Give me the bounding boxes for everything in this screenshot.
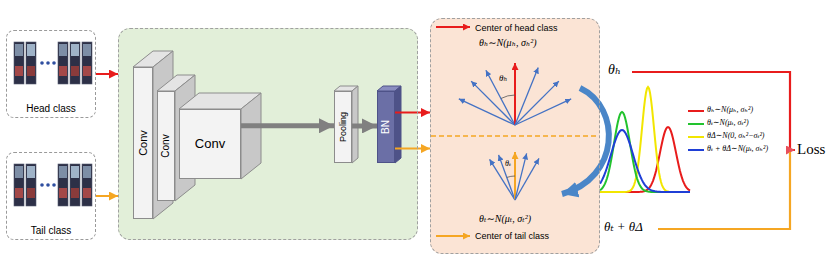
- image-group: Tail class: [6, 152, 96, 240]
- legend-text: θₜ + θΔ∼N(μₜ, σₕ²): [707, 145, 768, 154]
- angle-label: θₜ: [505, 159, 511, 168]
- flow-arrow: [96, 195, 118, 197]
- layer-name: Conv: [195, 137, 225, 152]
- legend-swatch: [688, 107, 704, 115]
- flow-arrow: [352, 123, 377, 128]
- loss-label: Loss: [797, 141, 825, 158]
- legend-row: θₜ + θΔ∼N(μₜ, σₕ²): [688, 143, 768, 156]
- conv-layer: Conv: [133, 67, 153, 219]
- transfer-arrow: [562, 88, 609, 194]
- layer-name: Conv: [160, 134, 172, 157]
- flow-arrow: [96, 73, 118, 75]
- group-label: Head class: [26, 103, 75, 115]
- pooling-layer: Pooling: [334, 91, 352, 163]
- image-group: Head class: [6, 30, 96, 118]
- layer-name: Conv: [137, 130, 150, 156]
- layer-depth: [377, 86, 401, 163]
- distribution-formula: θₕ∼N(μₕ, σₕ²): [479, 37, 537, 49]
- angle-label: θₕ: [499, 73, 507, 83]
- region-fill: [118, 28, 418, 240]
- conv-layer: Conv: [157, 91, 175, 201]
- layer-name: Pooling: [338, 112, 348, 142]
- flow-arrow: [395, 148, 430, 150]
- legend-swatch-line: [688, 136, 704, 138]
- group-label: Tail class: [31, 225, 72, 237]
- image-stack: [14, 164, 92, 206]
- vector-fan: [490, 152, 539, 200]
- loss-line: [632, 72, 795, 150]
- distribution-plot: [600, 87, 690, 192]
- vector-fan: [459, 63, 571, 125]
- legend-swatch-line: [688, 149, 704, 151]
- legend: θₕ∼N(μₕ, σₕ²) θₜ∼N(μₜ, σₜ²) θΔ∼N(0, σₕ²−σₜ…: [688, 104, 768, 156]
- legend-row: θΔ∼N(0, σₕ²−σₜ²): [688, 130, 768, 143]
- legend-swatch: [688, 133, 704, 141]
- flow-arrow: [241, 123, 334, 128]
- bn-layer: BN: [377, 91, 395, 163]
- conv-layer: Conv: [179, 109, 241, 179]
- feature-space-panel: Center of head class θₕ∼N(μₕ, σₕ²) θₕ θₜ θₜ∼…: [430, 18, 600, 254]
- key-arrow: [436, 26, 470, 28]
- legend-row: θₕ∼N(μₕ, σₕ²): [688, 104, 768, 117]
- legend-text: θΔ∼N(0, σₕ²−σₜ²): [707, 132, 765, 141]
- legend-swatch-line: [688, 123, 704, 125]
- legend-swatch-line: [688, 110, 704, 112]
- legend-swatch: [688, 146, 704, 154]
- loss-line: [658, 152, 790, 229]
- legend-row: θₜ∼N(μₜ, σₜ²): [688, 117, 768, 130]
- output-label: θₜ + θΔ: [604, 220, 643, 235]
- legend-note: Center of tail class: [475, 231, 549, 241]
- region-fill: [430, 18, 600, 254]
- output-label: θₕ: [608, 62, 621, 78]
- separator: [431, 135, 599, 137]
- legend-note: Center of head class: [475, 23, 558, 33]
- legend-text: θₜ∼N(μₜ, σₜ²): [707, 119, 749, 128]
- distribution-formula: θₜ∼N(μₜ, σₜ²): [479, 213, 531, 225]
- key-arrow: [436, 235, 470, 237]
- layer-name: BN: [380, 120, 392, 134]
- backbone-region: Conv Conv Conv Pooling BN: [118, 28, 418, 240]
- legend-swatch: [688, 120, 704, 128]
- legend-text: θₕ∼N(μₕ, σₕ²): [707, 106, 753, 115]
- layer-depth: [179, 93, 261, 179]
- flow-arrow: [395, 112, 430, 114]
- image-stack: [14, 42, 92, 84]
